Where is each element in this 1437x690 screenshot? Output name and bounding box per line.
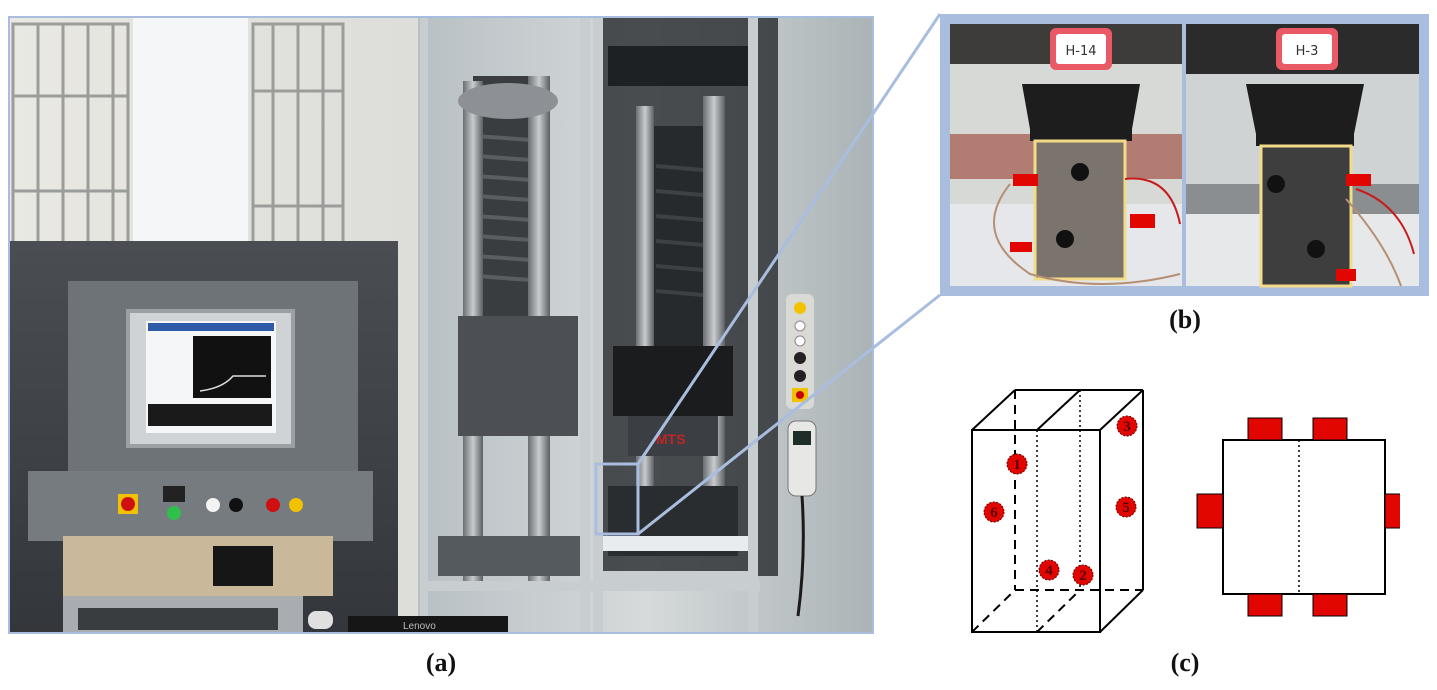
specimen-tag-left: H-14 <box>1065 44 1096 59</box>
svg-text:5: 5 <box>1122 500 1130 516</box>
svg-text:4: 4 <box>1045 563 1053 579</box>
monitor-brand-label: Lenovo <box>403 621 436 632</box>
specimen-tag-right: H-3 <box>1296 44 1319 59</box>
gauge-marker-5: 5 <box>1115 496 1137 518</box>
gauge-marker-3: 3 <box>1116 415 1138 437</box>
specimen-highlight-box <box>594 462 640 536</box>
photo-specimens: H-14 H-3 <box>940 14 1429 296</box>
gauge-marker-6: 6 <box>983 501 1005 523</box>
gauge-layout-schematic: 1 2 3 4 5 6 <box>960 380 1400 640</box>
svg-text:6: 6 <box>990 505 998 521</box>
gauge-marker-4: 4 <box>1038 559 1060 581</box>
cross-section-top-view <box>1196 417 1400 617</box>
photo-testing-machine: MTS Lenovo <box>8 16 874 634</box>
mts-logo: MTS <box>656 431 686 447</box>
svg-text:2: 2 <box>1079 568 1087 584</box>
gauge-marker-1: 1 <box>1006 453 1028 475</box>
caption-b: (b) <box>1169 305 1201 334</box>
caption-c: (c) <box>1170 648 1200 677</box>
gauge-marker-2: 2 <box>1072 564 1094 586</box>
caption-a: (a) <box>425 648 457 677</box>
svg-text:3: 3 <box>1123 419 1131 435</box>
svg-text:1: 1 <box>1013 457 1021 473</box>
